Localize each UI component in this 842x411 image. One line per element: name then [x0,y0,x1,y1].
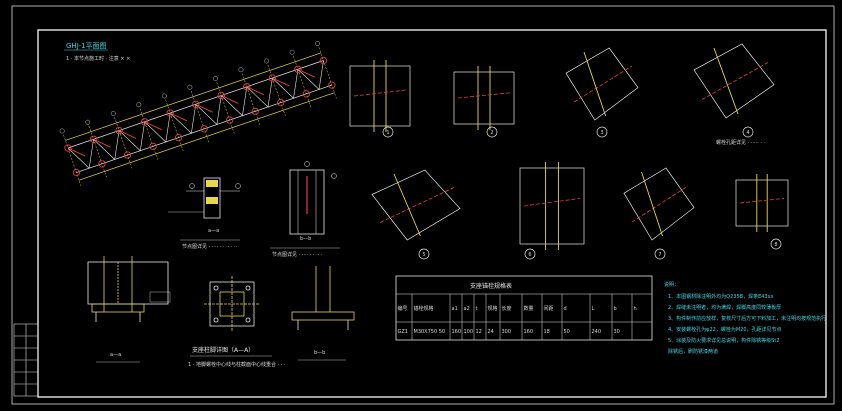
plan-subtitle: 1 · 本节点施工时 · 注意 × × [66,55,130,62]
detail-8: 8 [735,174,789,250]
detail-number-circle [596,126,608,138]
detail-number: 6 [528,252,531,258]
detail-number: 1 [386,130,389,136]
table-header: a2 [464,306,470,312]
table-header: L [592,306,595,312]
detail-number: 8 [774,242,777,248]
note-line: 4、安装螺栓孔为φ22，螺栓为M20，孔距详见节点 [668,326,782,333]
note-line: 除锈后，刷防锈漆两道 [668,348,718,355]
detail-number: 3 [600,130,603,136]
table-cell: 12 [476,329,482,335]
note-line: 1、本图钢材除注明外均为Q235B，焊条E43xx [668,293,774,300]
base-plate-plan: 支座柱脚详图（A—A） 1 · 地脚螺栓中心线与柱截面中心线重合 · · · [188,276,286,368]
table-title: 支座锚栓规格表 [470,282,512,290]
table-header: 数量 [524,305,534,312]
table-cell: 30 [614,329,620,335]
table-header: t [476,306,478,312]
detail-5: 5 [371,169,461,260]
base-plate-title: 支座柱脚详图（A—A） [192,346,254,354]
plan-title: GHJ-1平面图 [66,42,106,50]
table-cell: 100 [464,329,474,335]
detail-number-circle [524,248,536,260]
table-cell: 240 [592,329,602,335]
table-cell: 160 [452,329,462,335]
table-cell: 24 [488,329,494,335]
detail-number-circle [382,126,394,138]
detail-number-circle [770,238,782,250]
table-header: 锚栓规格 [414,305,434,312]
plan-view: GHJ-1平面图 1 · 本节点施工时 · 注意 × × [59,41,337,186]
column-base-aa: a—a [87,256,171,363]
detail-number: 5 [422,252,425,258]
table-header: 编号 [398,305,408,312]
detail-2: 2 [453,66,515,138]
table-cell: 18 [544,329,550,335]
section-bb: b—b 节点图详见 · ···· · · ·· · [270,161,340,258]
table-header: a1 [452,306,458,312]
table-header: 规格 [488,305,498,312]
table-header: d [564,306,567,312]
aa-note: 节点图详见 · ···· · · ·· · ·· [182,243,238,250]
detail-number: 7 [658,252,661,258]
table-cell: 50 [564,329,570,335]
detail-3: 3 [565,47,639,138]
foot-a-label: a—a [110,352,121,358]
note-line: 3、构件制作前应放样，复核尺寸后方可下料加工，未注明均按规范执行 [668,315,826,322]
foot-b-label: b—b [314,350,325,356]
detail-number: 4 [746,130,749,136]
note-line: 2、焊缝未注明者，均为满焊，焊脚高度同较薄板厚 [668,304,781,311]
notes: 说明： 1、本图钢材除注明外均为Q235B，焊条E43xx 2、焊缝未注明者，均为… [664,281,826,355]
detail-number-circle [418,248,430,260]
note-line: 5、涂装及防火要求详见总说明，构件除锈等级St2 [668,337,780,344]
detail-number: 2 [490,130,493,136]
notes-heading: 说明： [664,281,679,288]
detail-number-circle [654,248,666,260]
detail-note: 螺栓孔距详见 · ····· · · [716,139,765,146]
detail-number-circle [742,126,754,138]
table-cell: GZ1 [398,329,408,335]
inner-border [37,29,827,398]
table-header: b [614,306,617,312]
section-aa: a—a 节点图详见 · ···· · · ·· · ·· [168,177,241,250]
detail-4: 4 [693,43,775,138]
detail-7: 7 [623,167,695,260]
table-header: 间距 [544,305,554,312]
aa-label: a—a [208,228,219,234]
table-cell: 300 [502,329,512,335]
table-cell: 160 [524,329,534,335]
column-base-bb: b—b [291,266,355,361]
node-details: 1 2 3 4 5 6 7 8 螺栓孔距详见 · ····· · · [349,43,789,260]
table-header: 长度 [502,305,512,312]
outer-border [11,5,835,405]
base-plate-note: 1 · 地脚螺栓中心线与柱截面中心线重合 · · · [188,361,286,368]
table-header: h [634,306,637,312]
detail-6: 6 [519,162,585,260]
title-block [13,323,39,397]
bb-note: 节点图详见 · ···· · · ·· · [272,251,323,258]
table-cell: M30X750 50 [414,329,446,335]
bb-label: b—b [300,236,311,242]
detail-1: 1 [349,60,411,138]
detail-number-circle [486,126,498,138]
